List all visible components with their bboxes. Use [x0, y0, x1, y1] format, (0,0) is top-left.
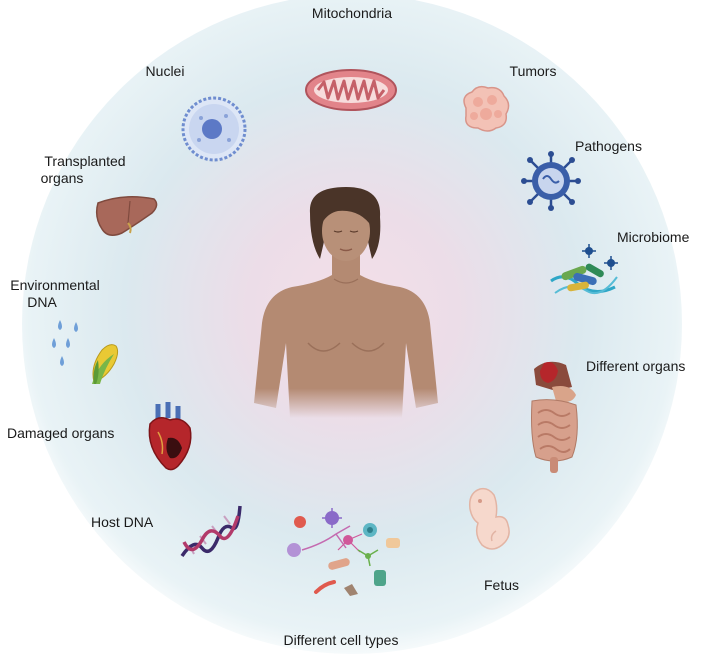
nucleus-icon	[181, 96, 247, 162]
label-fetus: Fetus	[484, 577, 520, 593]
microbiome-icon	[550, 244, 618, 295]
label-damaged-organs: Damaged organs	[7, 425, 115, 441]
label-environmental-dna-2: DNA	[27, 294, 57, 310]
label-different-organs: Different organs	[586, 358, 686, 374]
label-host-dna: Host DNA	[91, 514, 154, 530]
liver-icon	[95, 196, 158, 236]
human-figure	[254, 187, 438, 418]
label-transplanted-organs-2: organs	[40, 170, 84, 186]
heart-icon	[148, 402, 192, 471]
label-environmental-dna-1: Environmental	[10, 277, 100, 293]
mitochondria-icon	[305, 69, 397, 111]
fetus-icon	[468, 487, 510, 550]
label-nuclei: Nuclei	[145, 63, 185, 79]
label-tumors: Tumors	[509, 63, 557, 79]
corn-icon	[92, 344, 119, 384]
pathogen-icon	[521, 151, 581, 211]
label-different-cell-types: Different cell types	[283, 632, 399, 648]
organs-icon	[531, 361, 578, 473]
water-drops-icon	[52, 320, 78, 366]
label-microbiome: Microbiome	[617, 229, 690, 245]
label-mitochondria: Mitochondria	[311, 5, 393, 21]
tumor-icon	[463, 85, 510, 132]
dna-icon	[180, 505, 242, 557]
cells-icon	[287, 508, 400, 596]
label-transplanted-organs-1: Transplanted	[44, 153, 126, 169]
label-pathogens: Pathogens	[575, 138, 642, 154]
